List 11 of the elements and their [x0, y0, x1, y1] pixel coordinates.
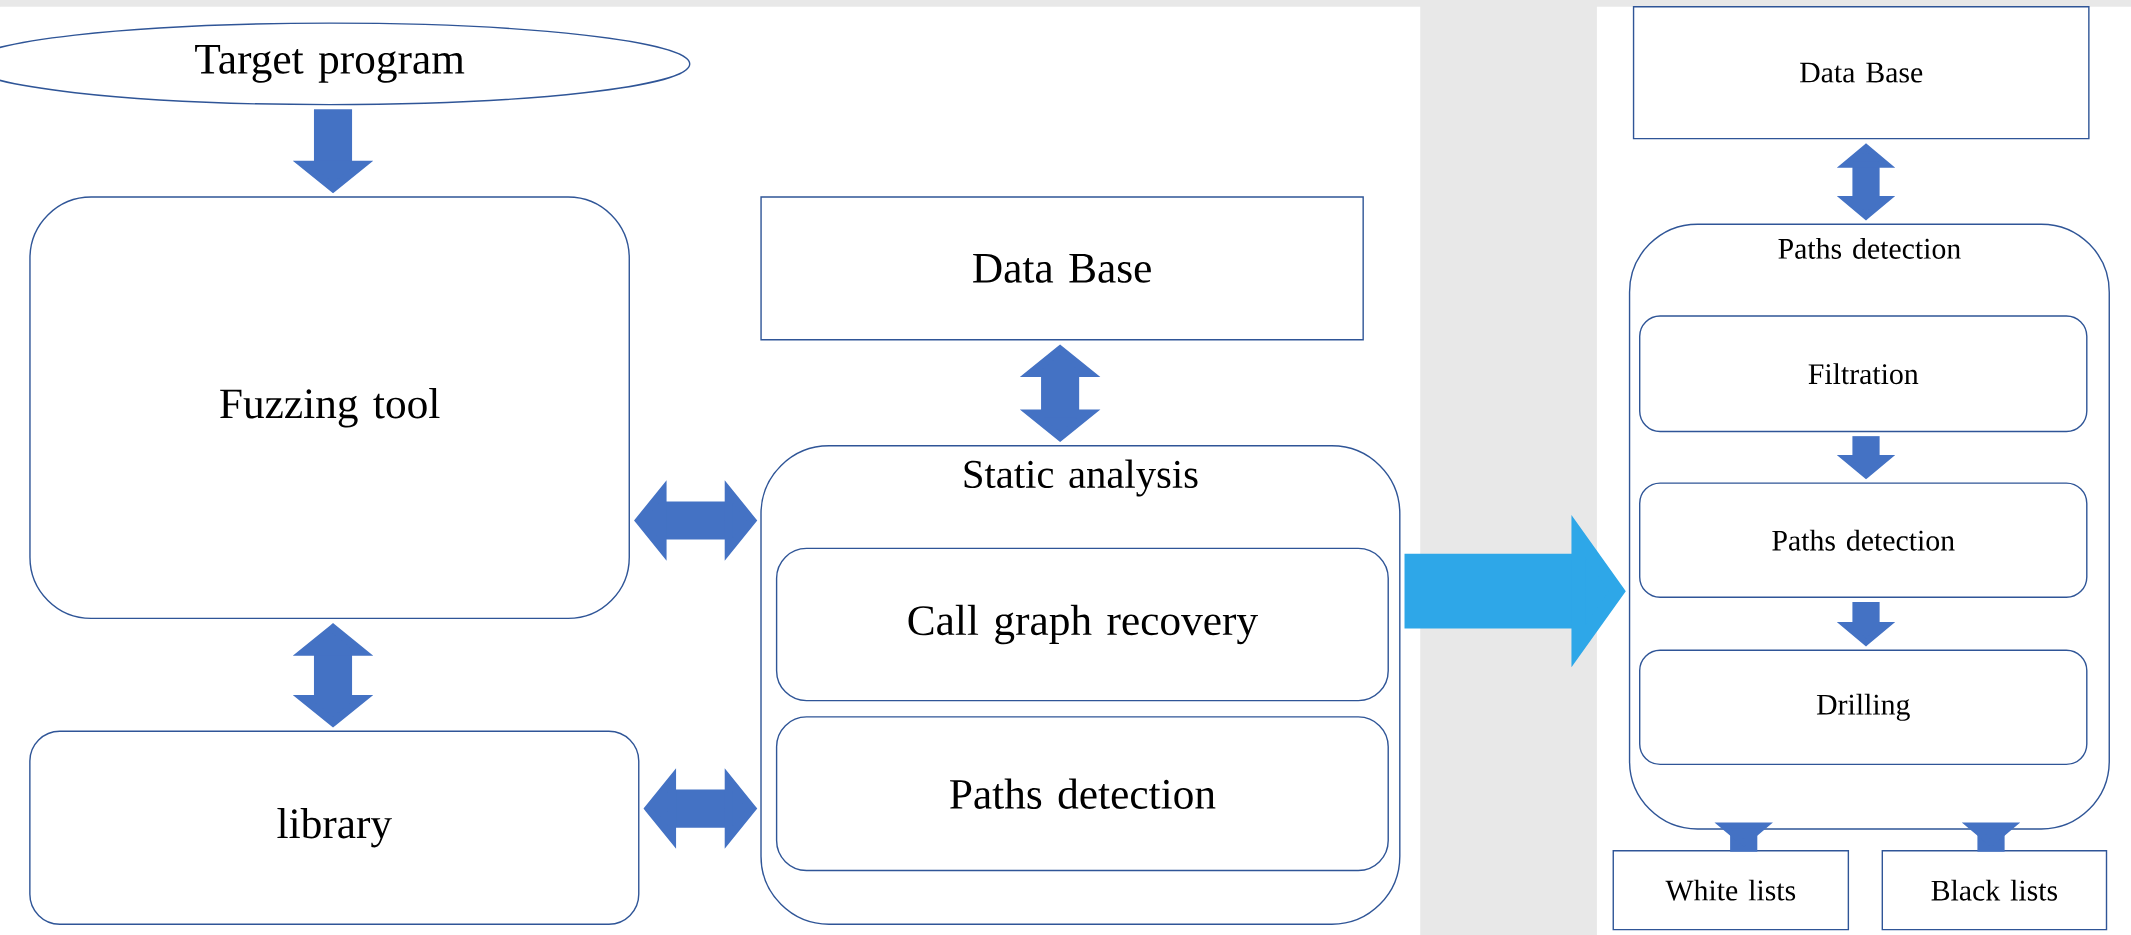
rectangle-box: Data Base — [1632, 6, 2090, 140]
rounded-box: Fuzzing tool — [29, 196, 630, 620]
rounded-box: Paths detection — [775, 716, 1389, 872]
rounded-box: library — [29, 730, 640, 925]
rounded-box: Call graph recovery — [775, 547, 1389, 702]
rectangle-box: Black lists — [1881, 850, 2108, 931]
rectangle-box: White lists — [1612, 850, 1850, 931]
rounded-box: Drilling — [1639, 649, 2088, 766]
rounded-box: Paths detection — [1639, 482, 2088, 598]
rectangle-box: Data Base — [760, 196, 1364, 341]
rounded-box: Filtration — [1639, 315, 2088, 433]
